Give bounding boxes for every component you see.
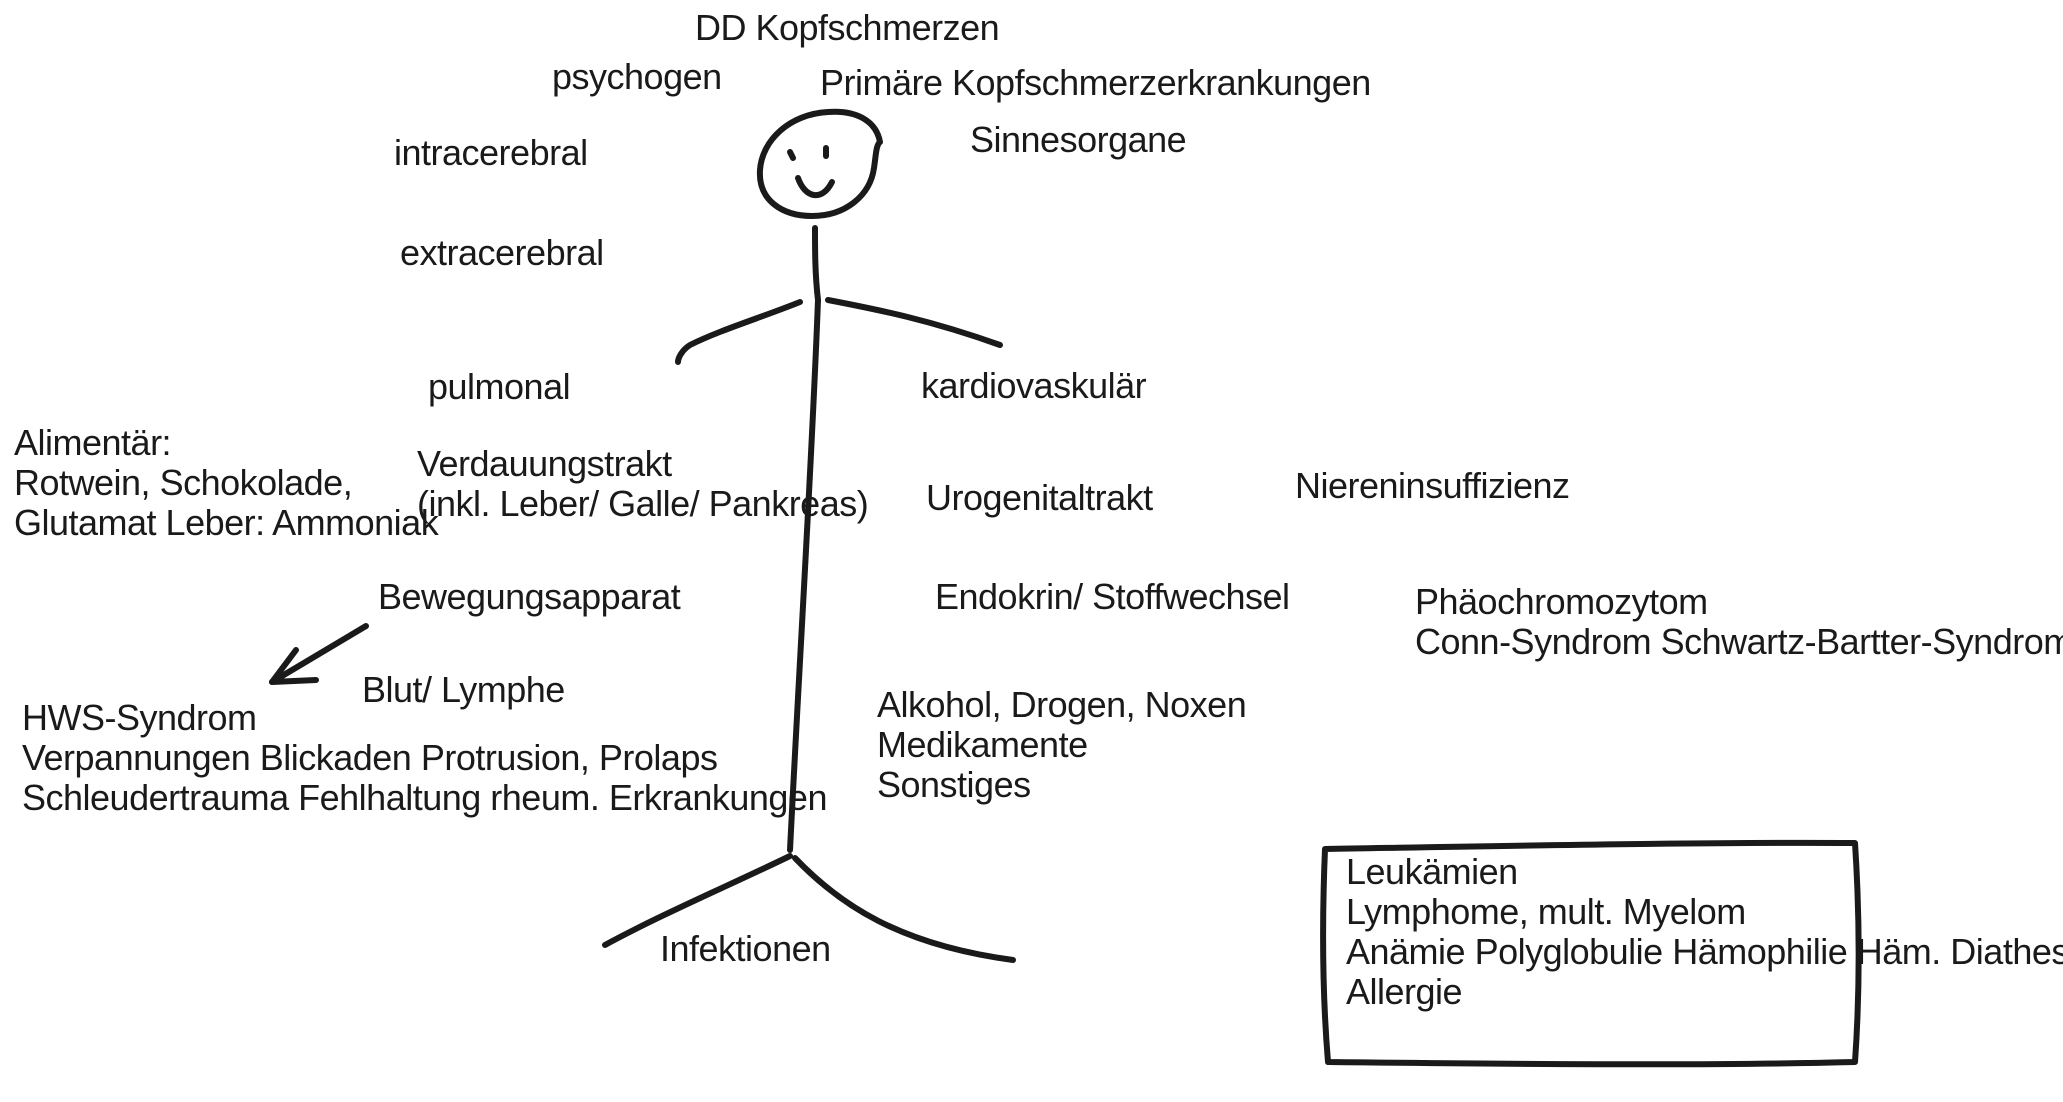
blood-box-line: Leukämien bbox=[1346, 851, 1518, 892]
right-leg bbox=[792, 855, 1016, 963]
left-eye bbox=[787, 149, 796, 161]
label-endokrin-stoffwechsel: Endokrin/ Stoffwechsel bbox=[935, 576, 1290, 617]
label-noxen-line: Medikamente bbox=[877, 724, 1088, 765]
label-alimentaer-line: Glutamat Leber: Ammoniak bbox=[14, 502, 439, 543]
label-blut-lymphe: Blut/ Lymphe bbox=[362, 669, 565, 710]
label-alimentaer-line: Alimentär: bbox=[14, 422, 172, 463]
label-pulmonal: pulmonal bbox=[428, 366, 571, 407]
head-outline bbox=[756, 108, 883, 219]
label-infektionen: Infektionen bbox=[660, 928, 831, 969]
arrow-shaft bbox=[269, 623, 369, 685]
blood-box-line: Allergie bbox=[1346, 971, 1463, 1012]
label-niereninsuffizienz: Niereninsuffizienz bbox=[1295, 465, 1570, 506]
label-noxen-line: Alkohol, Drogen, Noxen bbox=[877, 684, 1247, 725]
label-hws-syndrom-line: HWS-Syndrom bbox=[22, 697, 257, 738]
blood-box-line: Lymphome, mult. Myelom bbox=[1346, 891, 1746, 932]
label-intracerebral: intracerebral bbox=[394, 132, 588, 173]
label-alimentaer-line: Rotwein, Schokolade, bbox=[14, 462, 353, 503]
left-leg bbox=[602, 853, 793, 948]
label-primaere-kopfschmerzen: Primäre Kopfschmerzerkrankungen bbox=[820, 62, 1371, 103]
label-noxen-line: Sonstiges bbox=[877, 764, 1031, 805]
label-verdauungstrakt: Verdauungstrakt (inkl. Leber/ Galle/ Pan… bbox=[417, 443, 869, 524]
arrow-head bbox=[269, 647, 319, 685]
diagram-title: DD Kopfschmerzen bbox=[695, 7, 1000, 48]
label-verdauungstrakt-line: Verdauungstrakt bbox=[417, 443, 672, 484]
body-spine bbox=[787, 297, 821, 853]
label-kardiovaskulaer: kardiovaskulär bbox=[921, 365, 1147, 406]
smile bbox=[795, 175, 835, 198]
label-hws-syndrom-line: Verpannungen Blickaden Protrusion, Prola… bbox=[22, 737, 718, 778]
label-phaeochromozytom-line: Phäochromozytom bbox=[1415, 581, 1708, 622]
label-noxen: Alkohol, Drogen, Noxen Medikamente Sonst… bbox=[877, 684, 1247, 805]
label-hws-syndrom: HWS-Syndrom Verpannungen Blickaden Protr… bbox=[22, 698, 827, 818]
label-hws-syndrom-line: Schleudertrauma Fehlhaltung rheum. Erkra… bbox=[22, 777, 827, 818]
label-alimentaer: Alimentär: Rotwein, Schokolade, Glutamat… bbox=[14, 422, 439, 543]
label-sinnesorgane: Sinnesorgane bbox=[970, 119, 1187, 160]
blood-box-text: Leukämien Lymphome, mult. Myelom Anämie … bbox=[1346, 852, 2063, 1012]
label-extracerebral: extracerebral bbox=[400, 232, 604, 273]
neck-line bbox=[812, 225, 821, 303]
blood-box-outline bbox=[1320, 839, 1862, 1068]
right-arm bbox=[825, 297, 1003, 348]
label-verdauungstrakt-line: (inkl. Leber/ Galle/ Pankreas) bbox=[417, 483, 869, 524]
label-phaeochromozytom: Phäochromozytom Conn-Syndrom Schwartz-Ba… bbox=[1415, 582, 2063, 662]
blood-box-line: Anämie Polyglobulie Hämophilie Häm. Diat… bbox=[1346, 931, 2063, 972]
left-arm bbox=[675, 299, 803, 365]
label-phaeochromozytom-line: Conn-Syndrom Schwartz-Bartter-Syndrom bbox=[1415, 621, 2063, 662]
label-bewegungsapparat: Bewegungsapparat bbox=[378, 576, 681, 617]
label-urogenitaltrakt: Urogenitaltrakt bbox=[926, 477, 1153, 518]
label-psychogen: psychogen bbox=[552, 56, 722, 97]
